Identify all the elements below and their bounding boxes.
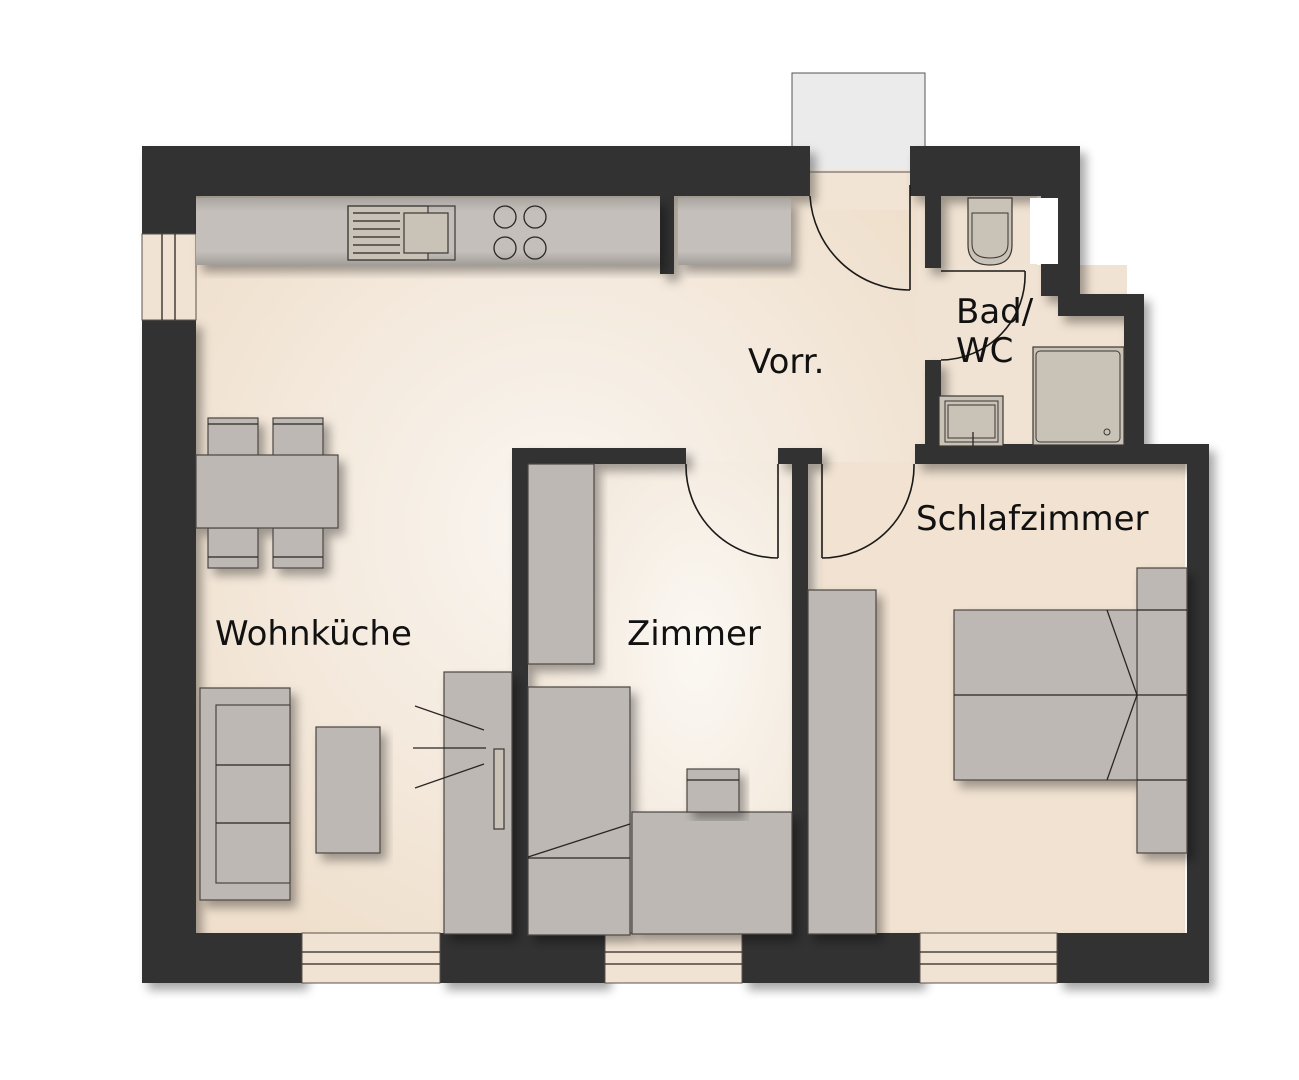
dining-set xyxy=(195,417,339,569)
sink-icon xyxy=(347,205,456,261)
schlafzimmer-wardrobe xyxy=(807,589,877,935)
room-label-zimmer: Zimmer xyxy=(627,614,761,654)
shower-icon xyxy=(1032,346,1125,446)
zimmer-wardrobe xyxy=(527,463,595,665)
window-left xyxy=(141,233,197,321)
room-label-bad-wc: Bad/ WC xyxy=(956,292,1034,372)
doors xyxy=(685,171,1026,559)
single-bed xyxy=(527,686,631,936)
stove-icon xyxy=(493,205,547,260)
window-schlafzimmer xyxy=(919,932,1058,984)
walls xyxy=(142,146,1209,983)
room-label-vorraum: Vorr. xyxy=(748,342,825,382)
coffee-table xyxy=(315,726,381,854)
balcony xyxy=(791,72,926,186)
desk xyxy=(631,811,793,935)
window-wohnkueche xyxy=(301,932,441,984)
kitchen-counter xyxy=(196,198,791,265)
washbasin-icon xyxy=(938,395,1004,447)
toilet-icon xyxy=(967,197,1013,266)
tv-icon xyxy=(413,705,505,830)
desk-chair xyxy=(686,768,740,813)
room-label-schlafzimmer: Schlafzimmer xyxy=(916,499,1149,539)
window-zimmer xyxy=(604,932,743,984)
room-label-wohnkueche: Wohnküche xyxy=(215,614,412,654)
window-bad xyxy=(1030,198,1058,264)
windows xyxy=(141,198,1058,984)
